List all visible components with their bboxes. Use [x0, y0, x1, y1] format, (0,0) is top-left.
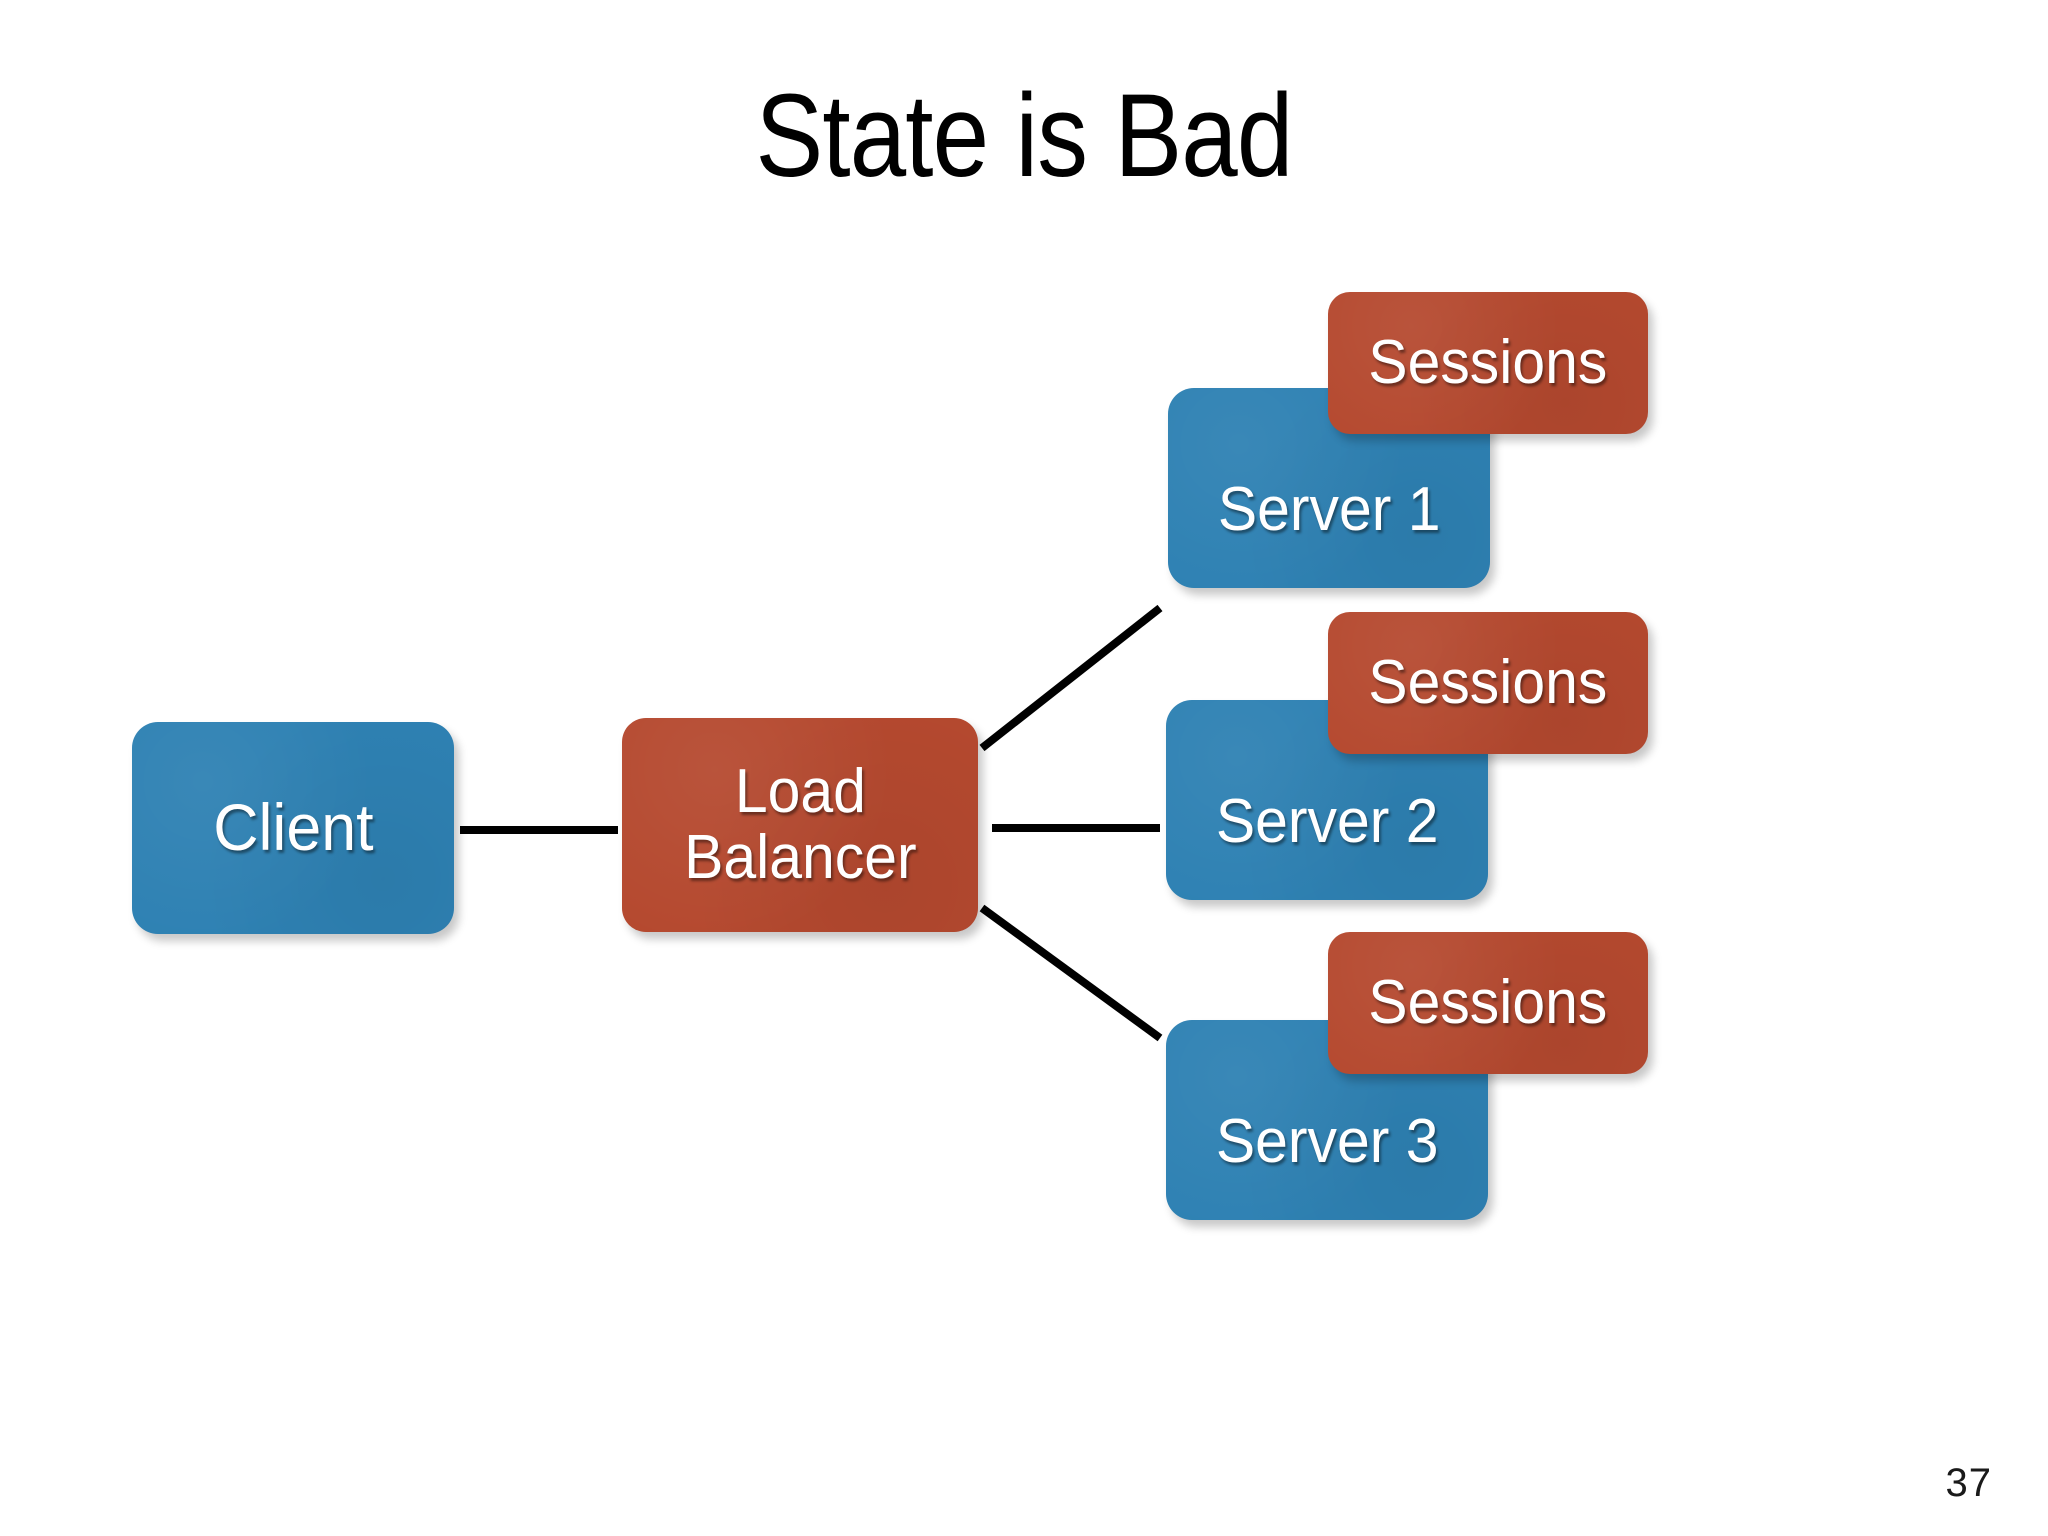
node-sessions-1[interactable]: Sessions: [1328, 292, 1648, 434]
node-server-3-label: Server 3: [1215, 1107, 1439, 1177]
edge-load-balancer-to-server-1: [979, 604, 1163, 752]
node-server-1[interactable]: Server 1: [1168, 388, 1490, 588]
node-load-balancer-label-line1: Load: [734, 757, 866, 827]
node-server-1-label: Server 1: [1217, 475, 1441, 545]
node-client-label: Client: [212, 790, 374, 865]
node-sessions-3-label: Sessions: [1368, 968, 1608, 1038]
node-sessions-1-label: Sessions: [1368, 328, 1608, 398]
page-title: State is Bad: [755, 70, 1294, 202]
edge-load-balancer-to-server-3: [979, 904, 1163, 1042]
node-server-2-label: Server 2: [1215, 787, 1439, 857]
node-load-balancer-label-line2: Balancer: [683, 823, 917, 892]
node-sessions-3[interactable]: Sessions: [1328, 932, 1648, 1074]
node-sessions-2[interactable]: Sessions: [1328, 612, 1648, 754]
node-client[interactable]: Client: [132, 722, 454, 934]
node-sessions-2-label: Sessions: [1368, 648, 1608, 718]
page-number: 37: [1945, 1461, 1992, 1505]
